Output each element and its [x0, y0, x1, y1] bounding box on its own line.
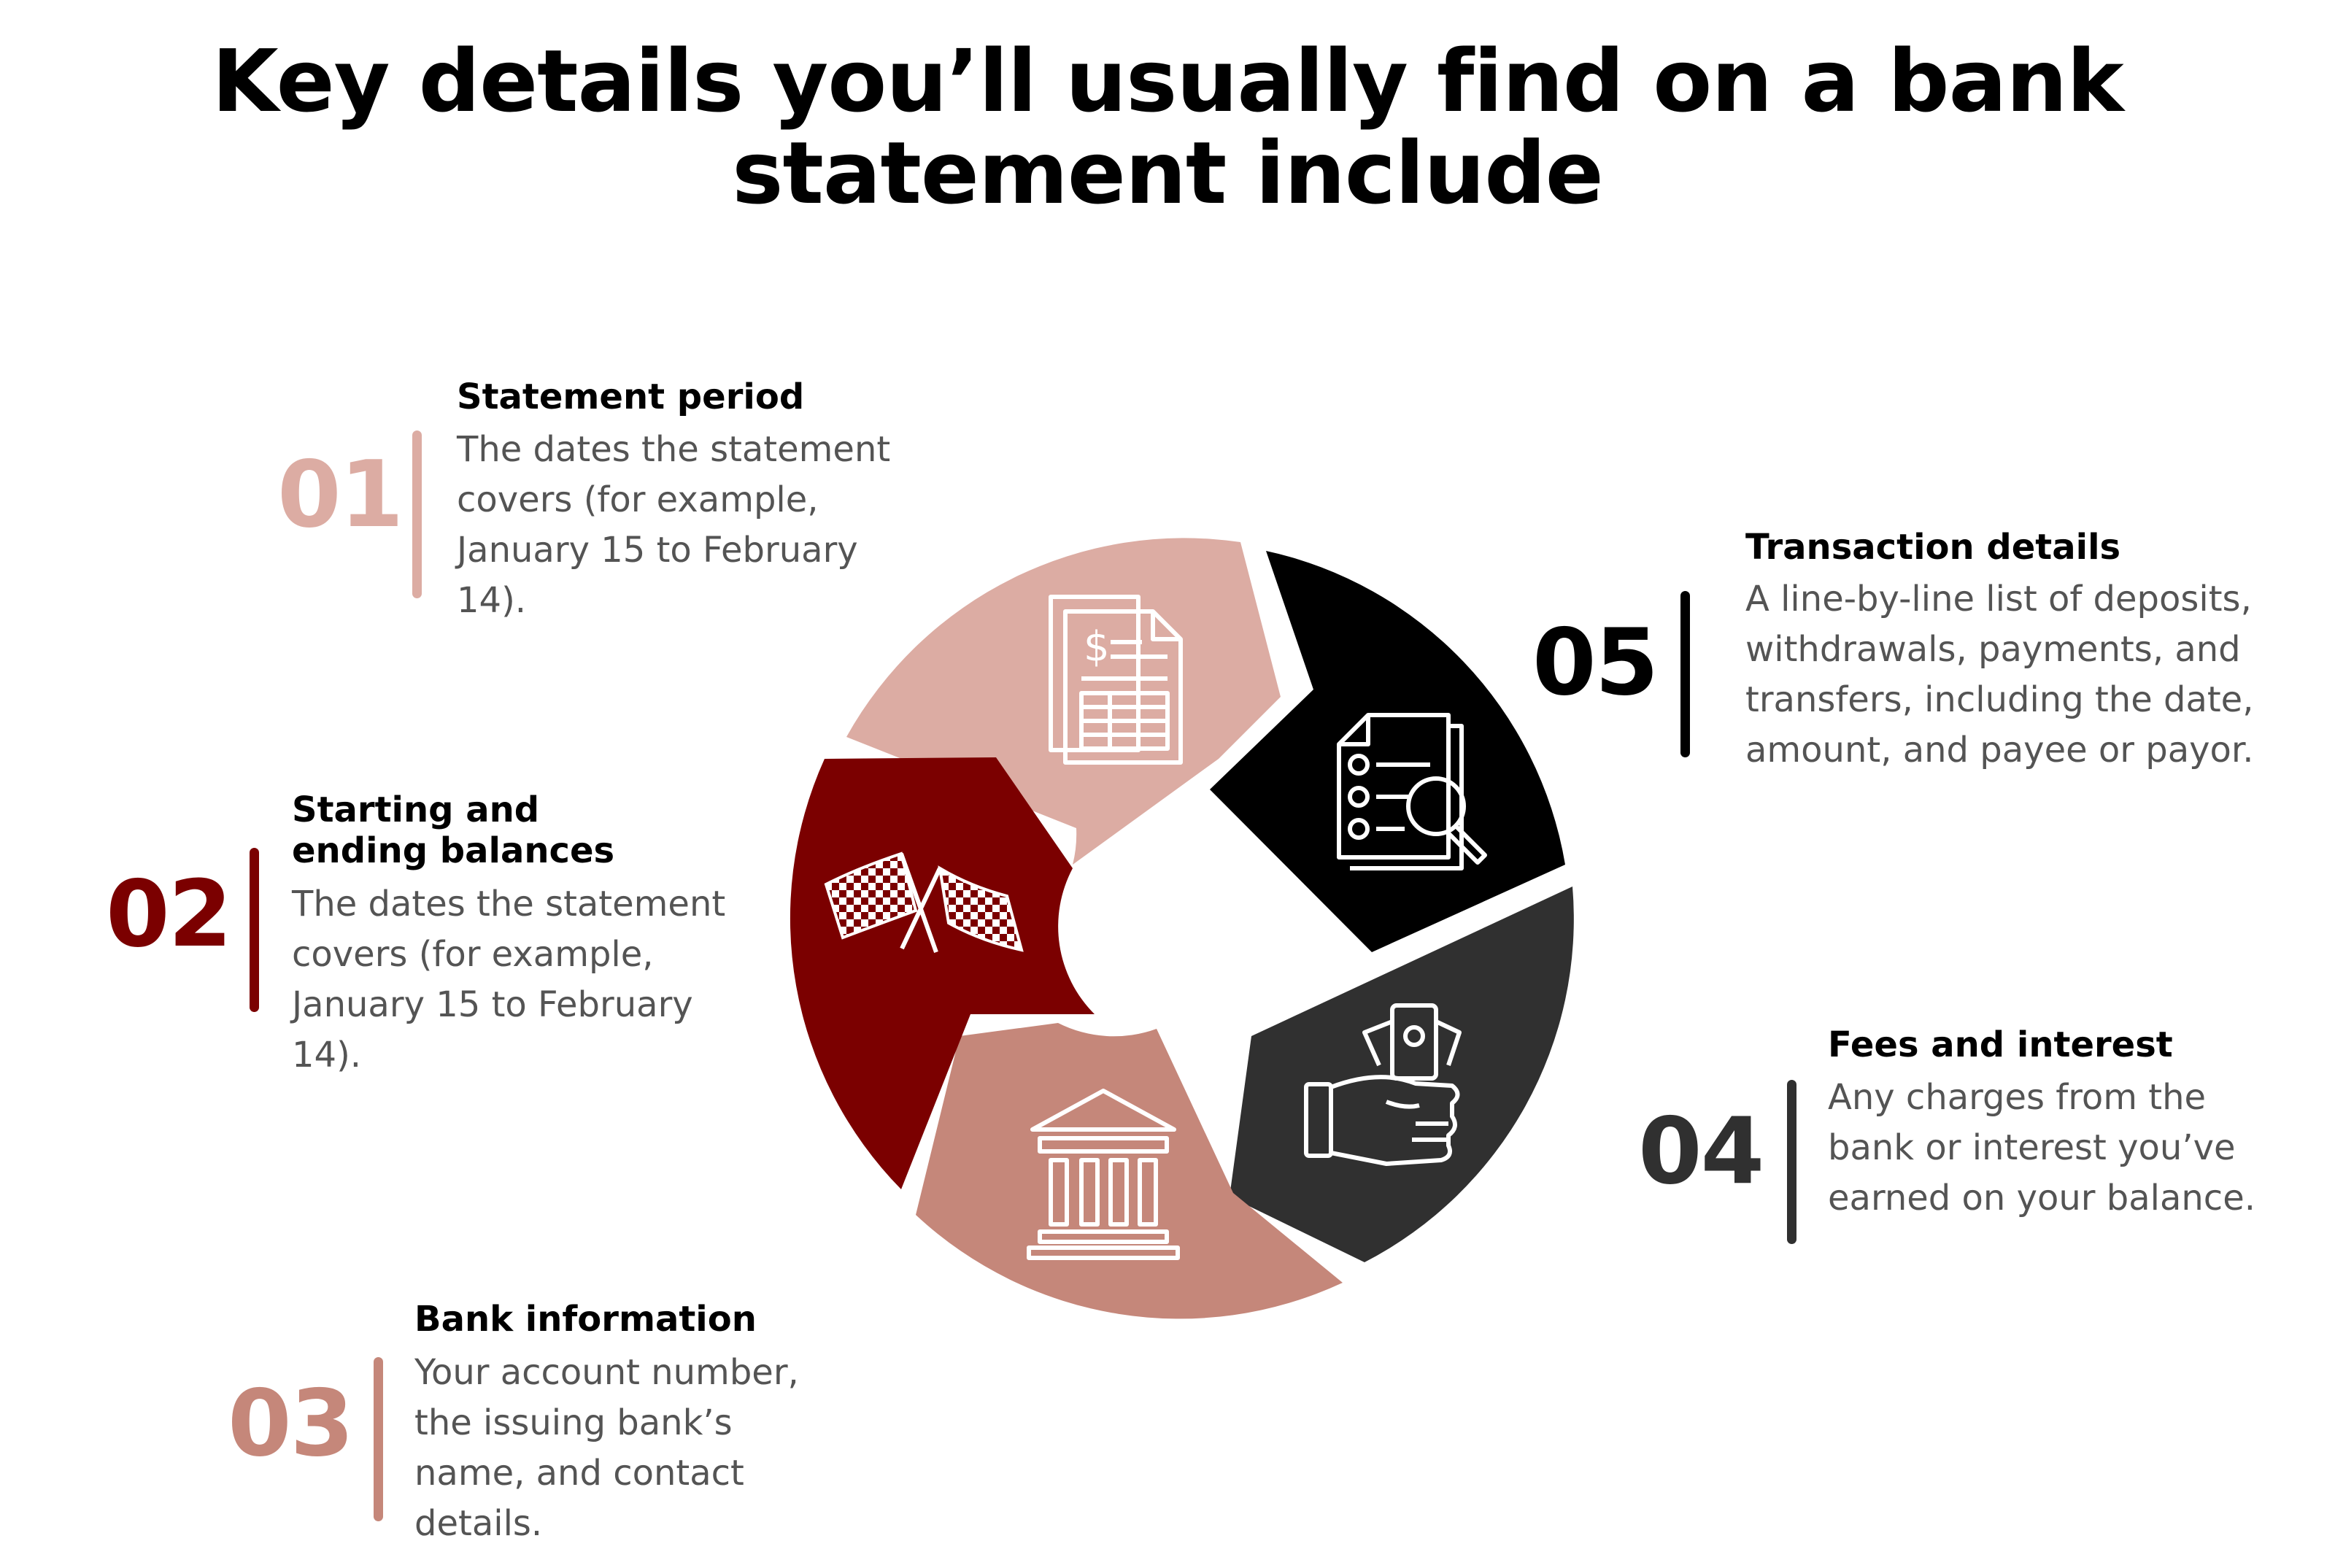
item-03-divider [374, 1357, 383, 1521]
item-02-divider [250, 848, 259, 1012]
item-01-number: 01 [277, 441, 404, 548]
item-01-divider [412, 430, 422, 598]
item-01-description: The dates the statement covers (for exam… [457, 429, 891, 621]
segment-04-shape [1230, 887, 1574, 1262]
item-02-number: 02 [106, 860, 232, 968]
segment-03 [916, 1023, 1343, 1319]
item-01-title: Statement period [457, 376, 805, 417]
item-03-description: Your account number, the issuing bank’s … [414, 1352, 799, 1544]
bank-statement-icon: $ [1049, 595, 1183, 765]
segment-05 [1210, 551, 1565, 952]
bank-building-icon [1027, 1089, 1180, 1260]
checkered-flags-icon [824, 851, 1024, 954]
item-04-divider [1787, 1080, 1796, 1244]
title-line-1: Key details you’ll usually find on a ban… [212, 31, 2123, 131]
item-05-number: 05 [1532, 609, 1659, 716]
item-04-number: 04 [1638, 1097, 1764, 1205]
segment-03-shape [916, 1023, 1343, 1319]
segment-04 [1230, 887, 1574, 1262]
document-search-icon [1337, 713, 1487, 870]
item-03-number: 03 [228, 1370, 354, 1477]
item-04-description: Any charges from the bank or interest yo… [1828, 1077, 2255, 1219]
item-05-divider [1680, 591, 1690, 757]
hand-with-money-icon [1304, 1003, 1462, 1166]
page-title: Key details you’ll usually find on a ban… [0, 35, 2335, 219]
svg-text:$: $ [1084, 623, 1110, 671]
item-05-title: Transaction details [1745, 527, 2121, 568]
item-04-title: Fees and interest [1828, 1024, 2173, 1065]
item-03-title: Bank information [414, 1299, 757, 1340]
title-line-2: statement include [732, 123, 1604, 223]
item-02-description: The dates the statement covers (for exam… [292, 884, 726, 1075]
item-02-title: Starting and ending balances [292, 789, 615, 871]
segment-05-shape [1210, 551, 1565, 952]
item-05-description: A line-by-line list of deposits, withdra… [1745, 579, 2254, 771]
